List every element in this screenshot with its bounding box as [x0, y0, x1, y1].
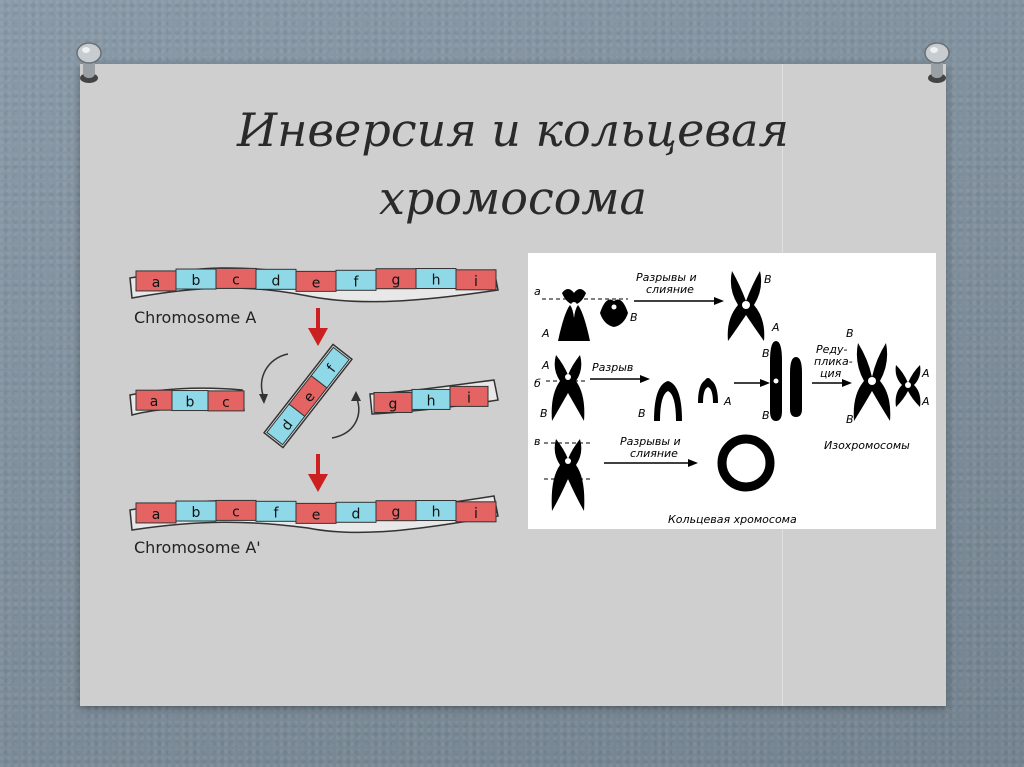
letter-a-6: A — [921, 395, 930, 408]
isochromosome-small — [895, 365, 921, 407]
reduplication-text-1: Реду- — [816, 343, 848, 356]
breaks-fusion-text-2: слияние — [646, 283, 694, 296]
gene-label: b — [186, 395, 195, 411]
gene-label: g — [389, 396, 398, 412]
gene-segment — [310, 346, 350, 389]
gene-label: a — [152, 507, 161, 523]
gene-label: h — [427, 393, 436, 409]
break-text: Разрыв — [592, 361, 633, 374]
letter-b-7: B — [846, 327, 854, 340]
arrow-right-icon — [760, 379, 770, 387]
letter-b-3: B — [540, 407, 548, 420]
rotate-arrow-icon — [259, 394, 268, 404]
arrow-right-icon — [714, 297, 724, 305]
title-line-2: хромосома — [379, 171, 647, 225]
gene-label: h — [432, 273, 441, 289]
letter-a: A — [541, 327, 550, 340]
aberrations-figure: a б в A B Разрывы и слияние B A A — [534, 271, 930, 526]
gene-label: f — [354, 274, 360, 290]
row-label-a: a — [534, 285, 541, 298]
gene-label: i — [474, 506, 478, 522]
gene-label: g — [392, 273, 401, 289]
gene-label: c — [222, 395, 230, 411]
gene-segment — [207, 390, 245, 412]
gene-segment — [455, 269, 497, 291]
letter-a-4: A — [723, 395, 732, 408]
gene-label: i — [474, 274, 478, 290]
gene-label: c — [232, 272, 240, 288]
gene-label: g — [392, 505, 401, 521]
gene-label: b — [192, 273, 201, 289]
chromosome-fragment — [600, 299, 628, 327]
gene-label: h — [432, 505, 441, 521]
row-label-b: б — [534, 377, 541, 390]
arrow-right-icon — [688, 459, 698, 467]
arrow-right-icon — [640, 375, 650, 383]
chromosome-arch — [654, 378, 718, 421]
rotate-arrow-icon — [351, 391, 361, 401]
letter-b-2: B — [764, 273, 772, 286]
letter-b-5: B — [762, 347, 770, 360]
arrow-right-icon — [842, 379, 852, 387]
chromosome-a-prime: a b c f e d g h i Chromosome A' — [129, 495, 499, 557]
letter-a-3: A — [541, 359, 550, 372]
pushpin-right-icon — [924, 42, 950, 83]
chromosome-shape-3 — [551, 439, 585, 511]
breaks-fusion-text-1: Разрывы и — [636, 271, 697, 284]
letter-b: B — [630, 311, 638, 324]
chromosome-shape — [558, 289, 590, 341]
reduplication-text-3: ция — [820, 367, 842, 380]
breaks-fusion-text-4: слияние — [630, 447, 678, 460]
chromosome-aberrations-panel: a б в A B Разрывы и слияние B A A — [528, 253, 936, 529]
down-arrow-1-icon — [308, 308, 328, 346]
letter-b-8: B — [846, 413, 854, 426]
letter-b-4: B — [638, 407, 646, 420]
down-arrow-2-icon — [308, 454, 328, 492]
gene-label: d — [352, 506, 361, 522]
reduplication-text-2: пликa- — [814, 355, 853, 368]
gene-label: b — [192, 505, 201, 521]
row-label-v: в — [534, 435, 540, 448]
pushpin-left-icon — [76, 42, 102, 83]
breaks-fusion-text-3: Разрывы и — [620, 435, 681, 448]
gene-label: a — [150, 394, 159, 410]
gene-segment — [455, 501, 497, 523]
chromosome-a-prime-label: Chromosome A' — [134, 538, 261, 557]
gene-label: e — [312, 507, 321, 523]
letter-b-6: B — [762, 409, 770, 422]
slide-title: Инверсия и кольцевая хромосома — [160, 96, 866, 232]
gene-label: d — [272, 273, 281, 289]
chromosome-shape-2 — [551, 355, 585, 421]
x-chromosome — [727, 271, 765, 341]
chromosome-a: a b c d e f g h i Chromosome A — [129, 267, 499, 327]
letter-a-2: A — [771, 321, 780, 334]
gene-label: c — [232, 504, 240, 520]
ring-chromosome-icon — [717, 434, 775, 492]
gene-label: i — [467, 390, 471, 406]
gene-label: e — [312, 275, 321, 291]
gene-segment — [449, 385, 489, 407]
title-line-1: Инверсия и кольцевая — [236, 103, 790, 157]
inversion-diagram: a b c d e f g h i Chromosome A a b c g h i d e f a b c f e… — [129, 267, 499, 557]
isochromosome-large — [853, 343, 891, 421]
gene-label: f — [274, 505, 280, 521]
gene-label: a — [152, 275, 161, 291]
ring-chromosome-label: Кольцевая хромосома — [668, 513, 797, 526]
chromosome-a-label: Chromosome A — [134, 308, 256, 327]
isochromosomes-label: Изохромосомы — [824, 439, 910, 452]
letter-a-5: A — [921, 367, 930, 380]
split-chromatids — [770, 341, 802, 421]
